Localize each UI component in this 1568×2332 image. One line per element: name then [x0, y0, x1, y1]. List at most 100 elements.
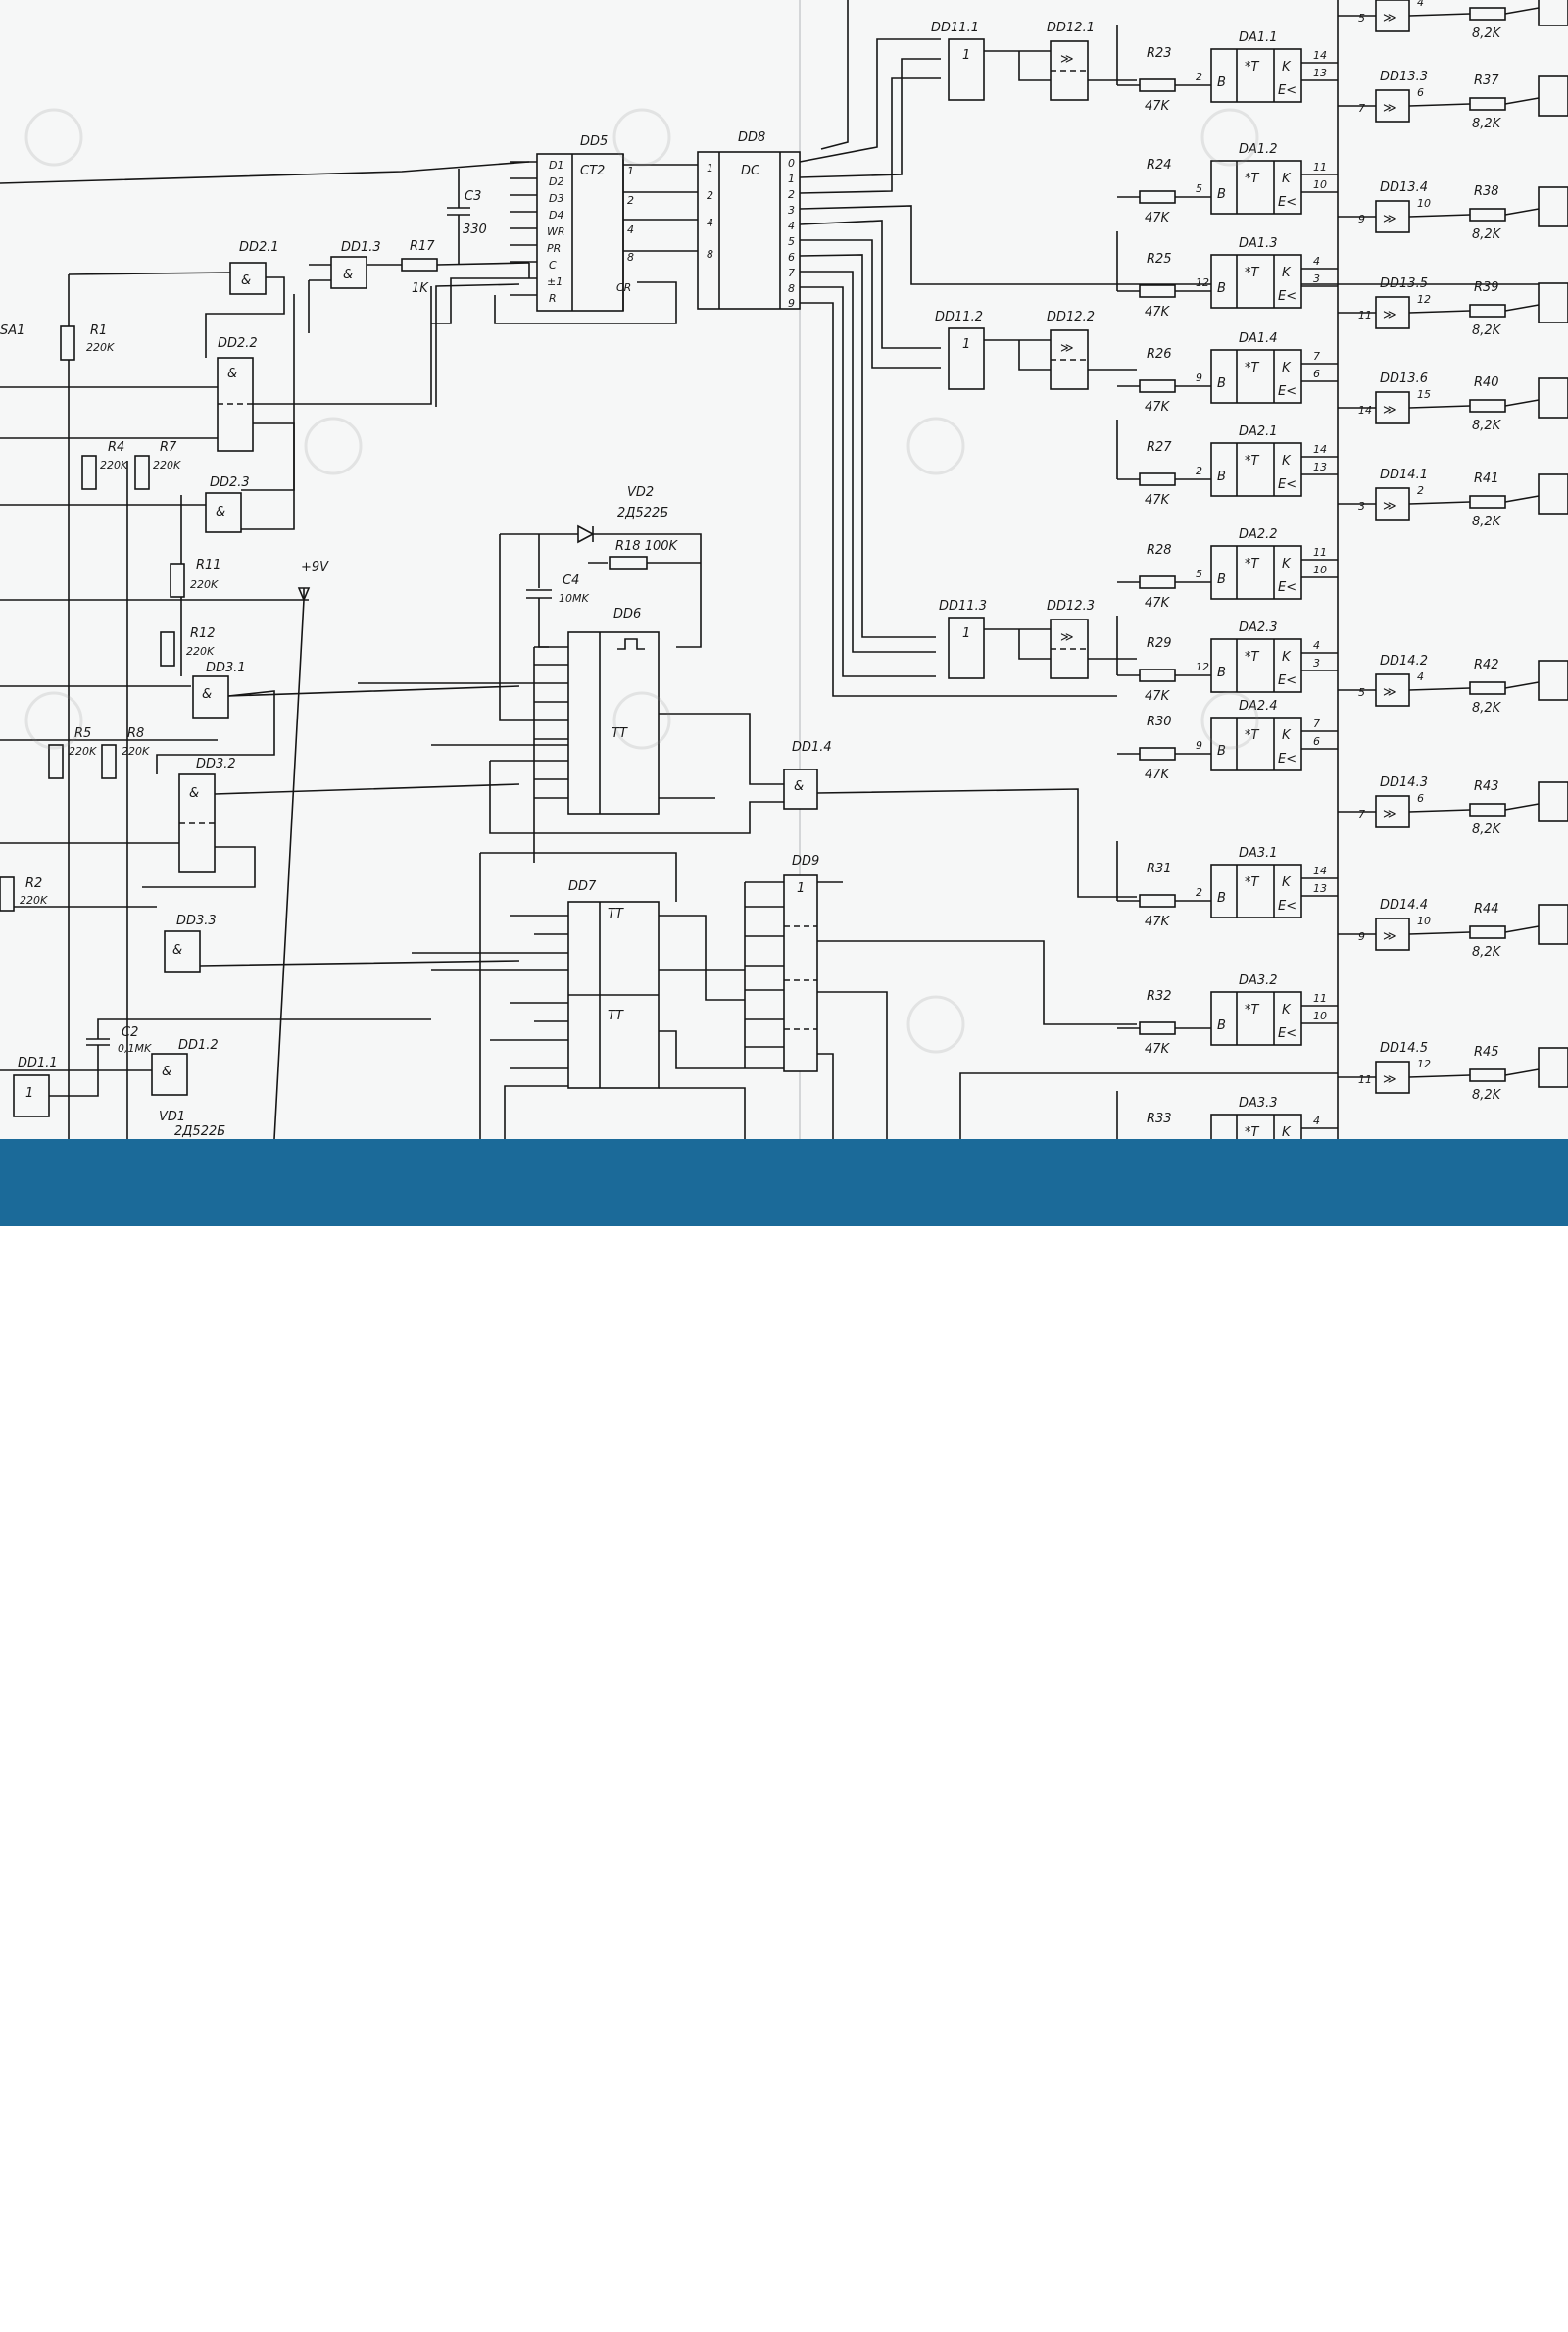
- r8-value: 220K: [122, 745, 150, 758]
- image-credit: ID 17814004 © Gorbunova Galina: [1241, 2310, 1533, 2332]
- inverter-b-label: DD12.1: [1047, 21, 1095, 35]
- dd1-2-label: DD1.2: [178, 1038, 219, 1053]
- amp-out-1: 14: [1313, 865, 1327, 877]
- amp-pin-b: B: [1217, 1018, 1226, 1033]
- amp-input-pin: 2: [1196, 71, 1202, 83]
- dd8-out-2: 2: [788, 188, 795, 201]
- amp-resistor-value: 47K: [1145, 768, 1171, 782]
- buffer-column: ≫548,2K≫DD13.376R378,2K≫DD13.4910R388,2K…: [1338, 0, 1568, 1103]
- amp-pin-t: *T: [1245, 557, 1260, 571]
- load-body: [1538, 473, 1568, 515]
- dd1-4-label: DD1.4: [792, 740, 832, 755]
- buffer-out-pin: 15: [1417, 388, 1431, 401]
- amp-pin-t: *T: [1245, 650, 1260, 665]
- amp-out-2: 3: [1313, 273, 1320, 285]
- buffer-resistor-value: 8,2K: [1472, 419, 1502, 433]
- amp-pin-b: B: [1217, 376, 1226, 391]
- dd5-in-d1: D1: [549, 159, 564, 172]
- amp-pin-e: E<: [1278, 477, 1297, 492]
- amp-pin-k: K: [1282, 454, 1292, 469]
- and-sym: &: [202, 687, 212, 702]
- buffer-resistor-label: R41: [1474, 471, 1499, 486]
- resistor-body: [1469, 1068, 1506, 1082]
- r4-label: R4: [108, 440, 124, 455]
- not-sym: 1: [962, 337, 970, 352]
- amp-label: DA2.3: [1239, 620, 1278, 635]
- amp-label: DA1.4: [1239, 331, 1278, 346]
- dd5-out-8: 8: [627, 251, 634, 264]
- r12-label: R12: [190, 626, 216, 641]
- amp-pin-b: B: [1217, 470, 1226, 484]
- buffer-out-pin: 12: [1417, 1058, 1431, 1070]
- dd8-in-8: 8: [707, 248, 713, 261]
- buffer-body: [1375, 918, 1410, 951]
- amp-pin-e: E<: [1278, 899, 1297, 914]
- resistor-body: [1139, 1021, 1176, 1035]
- amp-pin-t: *T: [1245, 172, 1260, 186]
- c3-value: 330: [463, 223, 487, 237]
- r17-label: R17: [410, 239, 435, 254]
- buffer-body: [1375, 1061, 1410, 1094]
- resistor-body: [1139, 190, 1176, 204]
- dd8-out-0: 0: [788, 157, 795, 170]
- buffer-out-pin: 4: [1417, 670, 1424, 683]
- buffer-resistor-label: R43: [1474, 779, 1499, 794]
- chip-dd8: DD8 DC 1 2 4 8 0 1 2 3 4 5 6 7 8 9: [697, 38, 1548, 697]
- amp-input-pin: 2: [1196, 886, 1202, 899]
- dd8-out-8: 8: [788, 282, 795, 295]
- inverter-groups: 1DD11.1≫DD12.11DD11.2≫DD12.21DD11.3≫DD12…: [931, 21, 1137, 679]
- resistor-body: [1469, 208, 1506, 222]
- amp-pin-e: E<: [1278, 384, 1297, 399]
- dd3-1-label: DD3.1: [206, 661, 246, 675]
- amp-input-pin: 12: [1196, 661, 1209, 673]
- load-body: [1538, 377, 1568, 419]
- r2-value: 220K: [20, 894, 48, 907]
- buffer-resistor-label: R39: [1474, 280, 1499, 295]
- buffer-resistor-label: R38: [1474, 184, 1499, 199]
- amp-pin-k: K: [1282, 1003, 1292, 1017]
- amp-resistor-value: 47K: [1145, 305, 1171, 320]
- amp-resistor-label: R23: [1147, 46, 1172, 61]
- r7-label: R7: [160, 440, 177, 455]
- circuit-schematic: DD5 CT2 D1 D2 D3 D4 WR PR C ±1 R 1 2 4 8…: [0, 0, 1568, 1139]
- amp-body: [1210, 638, 1302, 693]
- amp-out-2: 13: [1313, 882, 1327, 895]
- dd8-out-6: 6: [788, 251, 795, 264]
- buffer-in-pin: 7: [1358, 102, 1365, 115]
- r1-value: 220K: [86, 341, 115, 354]
- dd8-out-3: 3: [788, 204, 795, 217]
- amp-pin-k: K: [1282, 875, 1292, 890]
- amp-resistor-label: R25: [1147, 252, 1172, 267]
- buffer-resistor-value: 8,2K: [1472, 822, 1502, 837]
- load-body: [1538, 282, 1568, 323]
- buffer-label: DD13.4: [1380, 180, 1428, 195]
- amp-out-1: 7: [1313, 350, 1320, 363]
- dd2-1-label: DD2.1: [239, 240, 279, 255]
- lower-middle-cluster: DD7 TT TT DD9 1: [412, 852, 1338, 1139]
- amp-pin-b: B: [1217, 572, 1226, 587]
- load-body: [1538, 75, 1568, 117]
- left-gates: & DD2.1 & DD2.2 & DD2.3 & DD3.1 & DD3.2 …: [0, 240, 520, 1139]
- dd5-out-2: 2: [627, 194, 634, 207]
- r11-value: 220K: [190, 578, 219, 591]
- amp-resistor-value: 47K: [1145, 99, 1171, 114]
- inverter-a-label: DD11.3: [939, 599, 987, 614]
- resistor-body: [1469, 925, 1506, 939]
- amp-body: [1210, 160, 1302, 215]
- amp-out-2: 6: [1313, 368, 1320, 380]
- amp-out-1: 14: [1313, 443, 1327, 456]
- buffer-sym: ≫: [1383, 101, 1396, 116]
- dd1-1-label: DD1.1: [18, 1056, 58, 1070]
- dd5-in-d3: D3: [549, 192, 564, 205]
- site-logo[interactable]: dreamstime.com: [14, 2296, 270, 2330]
- buffer-out-pin: 10: [1417, 197, 1431, 210]
- amp-out-1: 4: [1313, 255, 1320, 268]
- buffer-label: DD14.1: [1380, 468, 1428, 482]
- amp-out-2: 13: [1313, 461, 1327, 473]
